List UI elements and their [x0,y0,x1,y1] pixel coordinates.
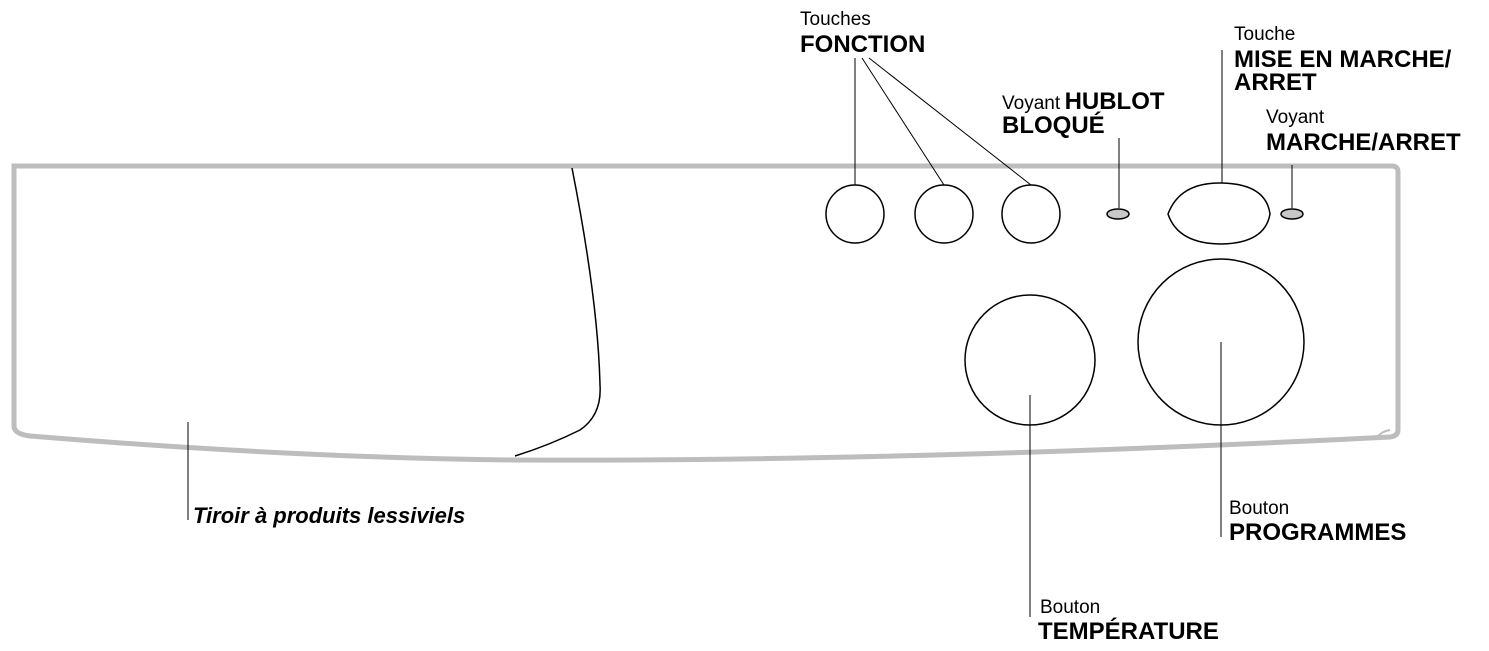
label-programmes: PROGRAMMES [1229,519,1407,546]
label-marche-arret: MARCHE/ARRET [1266,129,1461,156]
label-mise-en-marche-2: ARRET [1234,69,1317,96]
on-off-indicator [1280,208,1304,220]
function-button-2[interactable] [914,184,974,244]
label-touche: Touche [1234,24,1296,45]
label-fonction: FONCTION [800,31,926,58]
label-temperature: TEMPÉRATURE [1038,618,1219,645]
function-button-3[interactable] [1001,184,1061,244]
label-mise-en-marche-1: MISE EN MARCHE/ [1234,46,1452,73]
label-hublot: HUBLOT [1064,88,1165,115]
panel-right-edge-detail [1375,429,1391,439]
detergent-drawer-outline [514,167,601,457]
label-voyant-hublot-small: Voyant [1002,93,1061,114]
label-touches: Touches [800,9,871,30]
label-bloque: BLOQUÉ [1002,112,1105,139]
leader-lines [187,50,1293,617]
panel-outline [11,163,1401,463]
leader-fonction-2 [861,57,945,186]
label-bouton-temperature: Bouton [1040,597,1101,618]
on-off-button[interactable] [1167,182,1271,245]
leader-fonction-3 [868,57,1032,186]
label-voyant-hublot: Voyant HUBLOT [1002,90,1165,114]
label-voyant-marche: Voyant [1266,107,1325,128]
door-locked-indicator [1106,208,1130,220]
label-tiroir: Tiroir à produits lessiviels [193,503,466,528]
function-button-1[interactable] [825,184,885,244]
label-bouton-programmes: Bouton [1229,498,1290,519]
